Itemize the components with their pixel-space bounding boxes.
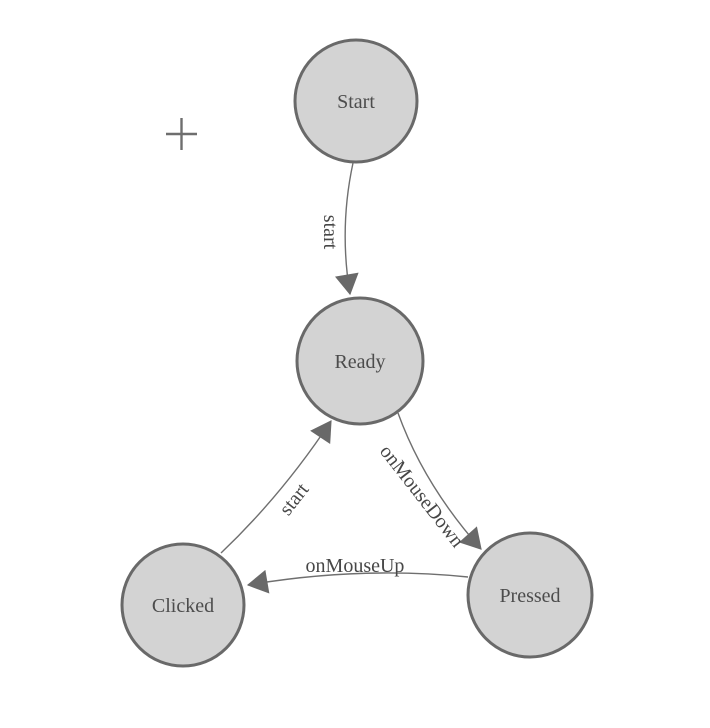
node-start-label: Start xyxy=(337,91,375,113)
node-start[interactable]: Start xyxy=(293,38,419,164)
node-ready-label: Ready xyxy=(334,351,385,373)
node-ready[interactable]: Ready xyxy=(295,296,425,426)
edge-label-start-bottom: start xyxy=(275,479,314,520)
edge-label-onmouseup: onMouseUp xyxy=(306,555,405,577)
edge-pressed-to-clicked[interactable] xyxy=(246,569,469,594)
node-pressed-circle[interactable] xyxy=(466,531,594,659)
edge-label-onmousedown: onMouseDown xyxy=(375,441,468,552)
edge-clicked-to-ready[interactable] xyxy=(220,420,332,554)
plus-cursor-icon xyxy=(166,118,197,150)
node-clicked-label: Clicked xyxy=(152,595,214,617)
edge-start-to-ready[interactable] xyxy=(334,162,359,296)
edge-label-start-top: start xyxy=(319,215,341,250)
node-start-circle[interactable] xyxy=(293,38,419,164)
node-pressed-label: Pressed xyxy=(499,585,560,607)
node-pressed[interactable]: Pressed xyxy=(466,531,594,659)
node-ready-circle[interactable] xyxy=(295,296,425,426)
node-clicked[interactable]: Clicked xyxy=(120,542,246,668)
edge-ready-to-pressed[interactable] xyxy=(397,412,482,550)
node-clicked-circle[interactable] xyxy=(120,542,246,668)
